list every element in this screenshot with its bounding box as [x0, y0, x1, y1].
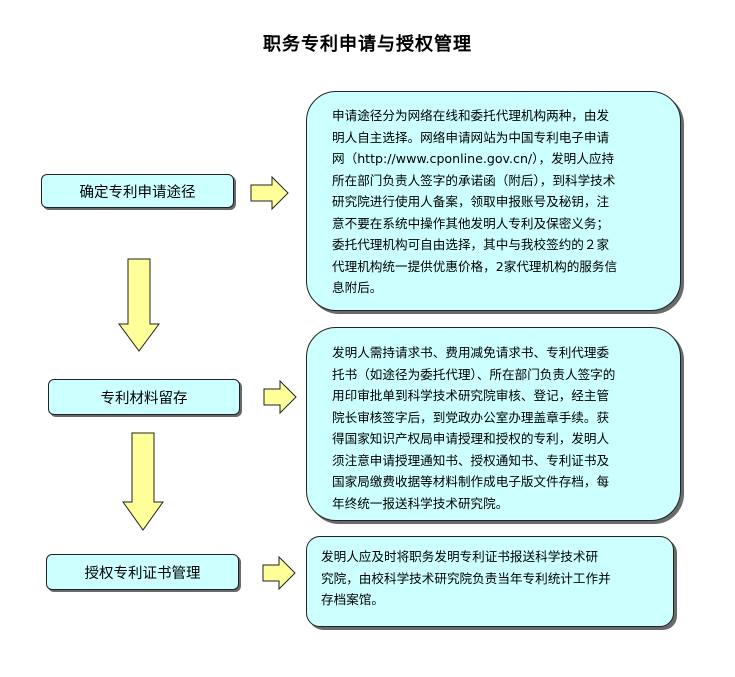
description-box-3: 发明人应及时将职务发明专利证书报送科学技术研 究院，由校科学技术研究院负责当年专… [306, 536, 674, 627]
description-box-1: 申请途径分为网络在线和委托代理机构两种，由发 明人自主选择。网络申请网站为中国专… [306, 91, 681, 311]
step-description-2: 发明人需持请求书、费用减免请求书、专利代理委 托书（如途径为委托代理）、所在部门… [332, 345, 616, 511]
down-arrow-icon-1 [118, 258, 160, 352]
step-description-1: 申请途径分为网络在线和委托代理机构两种，由发 明人自主选择。网络申请网站为中国专… [332, 108, 618, 295]
step-label-3: 授权专利证书管理 [84, 565, 201, 582]
step-description-3: 发明人应及时将职务发明专利证书报送科学技术研 究院，由校科学技术研究院负责当年专… [321, 549, 611, 607]
description-box-2: 发明人需持请求书、费用减免请求书、专利代理委 托书（如途径为委托代理）、所在部门… [306, 327, 681, 521]
step-box-2: 专利材料留存 [48, 379, 240, 415]
right-arrow-icon-1 [250, 175, 289, 211]
right-arrow-icon-3 [262, 555, 296, 591]
page-title: 职务专利申请与授权管理 [263, 34, 472, 55]
right-arrow-icon-2 [263, 379, 297, 415]
down-arrow-icon-2 [122, 432, 164, 531]
step-label-2: 专利材料留存 [100, 390, 188, 407]
step-box-3: 授权专利证书管理 [46, 554, 239, 590]
step-label-1: 确定专利申请途径 [79, 184, 196, 201]
step-box-1: 确定专利申请途径 [41, 174, 234, 208]
